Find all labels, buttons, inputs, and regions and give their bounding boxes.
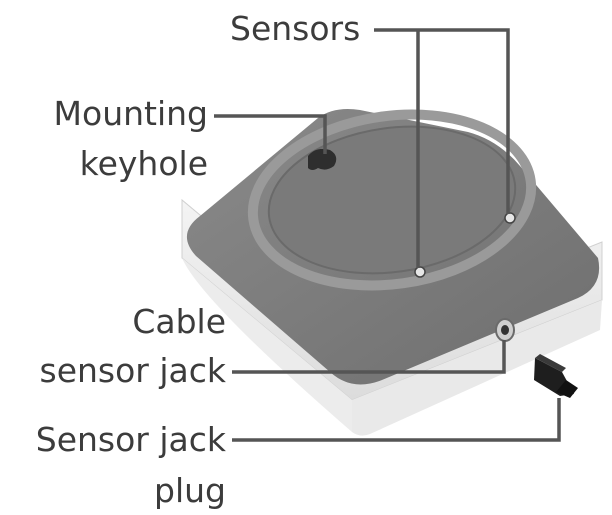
leader-mounting — [214, 114, 327, 154]
label-plug-line2: plug — [154, 471, 226, 510]
wireless-sensor-device — [181, 109, 603, 436]
sensor-jack-plug — [534, 354, 578, 398]
keyhole-icon — [308, 148, 337, 170]
label-cable-line1: Cable — [132, 302, 226, 341]
leader-cable-jack — [232, 340, 506, 374]
top-ring — [247, 109, 537, 291]
label-cable-line2: sensor jack — [39, 351, 227, 390]
label-sensors: Sensors — [230, 9, 361, 48]
label-plug-line1: Sensor jack — [35, 420, 226, 459]
sensor-dot-front — [414, 266, 426, 278]
label-mounting-line1: Mounting — [53, 94, 208, 133]
leader-lines — [214, 28, 561, 442]
leader-plug — [232, 398, 561, 442]
label-mounting-line2: keyhole — [79, 144, 208, 183]
sensor-dot-right — [504, 212, 516, 224]
